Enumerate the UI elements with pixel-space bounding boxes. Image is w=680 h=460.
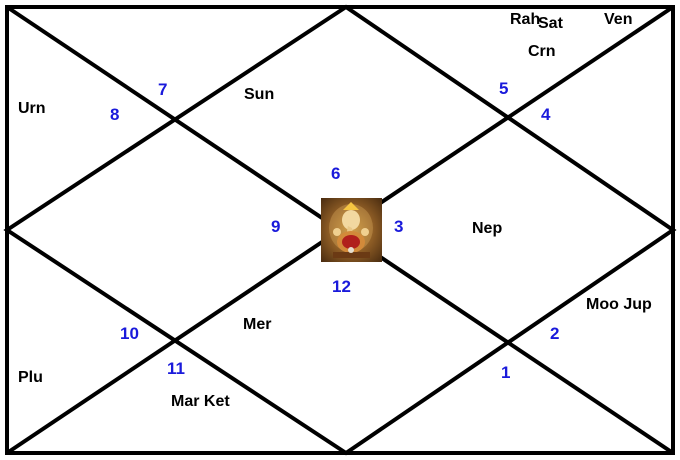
house-number-10: 10 xyxy=(120,325,139,342)
planets-mars-ketu: Mar Ket xyxy=(171,394,230,410)
planet-neptune: Nep xyxy=(472,221,502,237)
house-number-7: 7 xyxy=(158,81,167,98)
house-number-3: 3 xyxy=(394,218,403,235)
house-number-8: 8 xyxy=(110,106,119,123)
house-number-12: 12 xyxy=(332,278,351,295)
planet-uranus: Urn xyxy=(18,101,46,117)
house-number-9: 9 xyxy=(271,218,280,235)
planet-mercury: Mer xyxy=(243,317,271,333)
planet-saturn: Sat xyxy=(538,16,563,32)
planet-rahu: Rah xyxy=(510,12,540,28)
planet-venus: Ven xyxy=(604,12,632,28)
house-number-4: 4 xyxy=(541,106,550,123)
house-number-6: 6 xyxy=(331,165,340,182)
house-number-5: 5 xyxy=(499,80,508,97)
ganesha-image xyxy=(321,198,382,262)
house-number-11: 11 xyxy=(167,360,185,377)
planet-sun: Sun xyxy=(244,87,274,103)
house-number-2: 2 xyxy=(550,325,559,342)
house-number-1: 1 xyxy=(501,364,510,381)
planet-pluto: Plu xyxy=(18,370,43,386)
planets-moon-jupiter: Moo Jup xyxy=(586,297,652,313)
planet-chiron: Crn xyxy=(528,44,556,60)
